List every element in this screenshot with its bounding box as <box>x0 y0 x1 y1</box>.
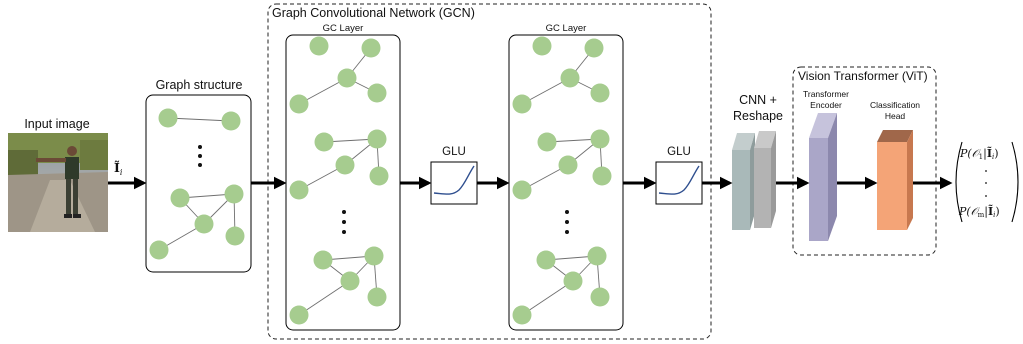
gc-layer-2-graphs <box>512 36 612 325</box>
cnn-title-line2: Reshape <box>733 109 783 123</box>
input-image <box>8 133 108 232</box>
graph-structure-title: Graph structure <box>156 78 243 92</box>
gc-layer-2-title: GC Layer <box>546 23 587 34</box>
graph-node <box>194 214 214 234</box>
encoder-title-line2: Encoder <box>810 100 842 110</box>
ellipsis-dots <box>342 210 346 234</box>
encoder-title-line1: Transformer <box>803 89 849 99</box>
cnn-block <box>732 131 776 230</box>
graph-structure-graph <box>149 108 245 260</box>
gc-layer-1-graphs <box>289 36 389 325</box>
graph-node <box>170 188 190 208</box>
output-last-prob: P(𝒪m|Ĩi) <box>958 204 1000 219</box>
glu-1-title: GLU <box>442 146 466 158</box>
graph-node <box>221 111 241 131</box>
graph-node <box>225 226 245 246</box>
classification-head-block <box>877 130 913 230</box>
ellipsis-dots <box>565 210 569 234</box>
graph-node <box>224 184 244 204</box>
gc-layer-1-title: GC Layer <box>323 23 364 34</box>
gcn-container <box>267 3 712 340</box>
output-first-prob: P(𝒪1|Ĩi) <box>959 146 999 161</box>
gcn-title: Graph Convolutional Network (GCN) <box>272 6 475 20</box>
head-title-line1: Classification <box>870 100 920 110</box>
graph-node <box>158 108 178 128</box>
head-title-line2: Head <box>885 111 906 121</box>
output-vector: P(𝒪1|Ĩi) P(𝒪m|Ĩi) <box>955 141 1019 223</box>
ellipsis-dots <box>198 145 202 167</box>
glu-1-block <box>430 161 478 205</box>
input-image-title: Input image <box>24 117 89 131</box>
cnn-title-line1: CNN + <box>739 93 777 107</box>
glu-2-title: GLU <box>667 146 691 158</box>
vit-title: Vision Transformer (ViT) <box>798 69 928 83</box>
glu-2-block <box>655 161 703 205</box>
transformer-encoder-block <box>809 113 837 241</box>
graph-node <box>149 240 169 260</box>
input-symbol: Ĩi <box>114 160 123 177</box>
vit-container <box>792 66 937 256</box>
